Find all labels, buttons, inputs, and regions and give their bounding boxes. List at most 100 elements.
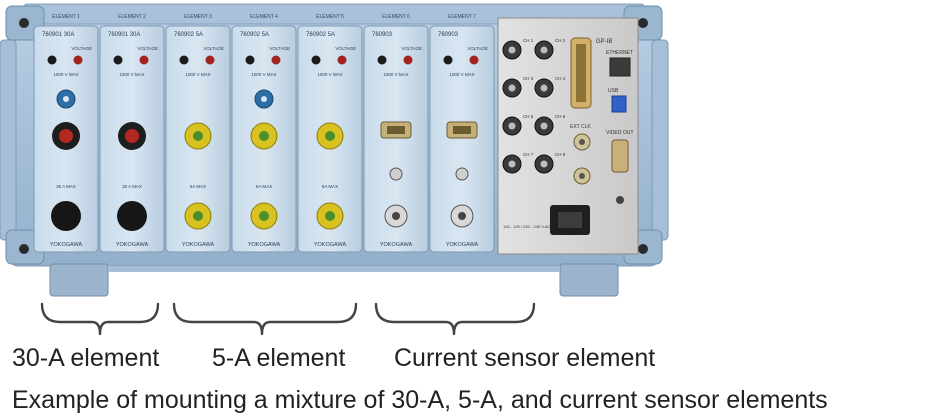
voltage-label: VOLTAGE [467, 46, 488, 51]
voltage-terminal-low [245, 55, 255, 65]
ethernet-port [609, 57, 631, 77]
element-header-label: ELEMENT 5 [316, 14, 344, 20]
element-header-label: ELEMENT 1 [52, 14, 80, 20]
voltage-label: VOLTAGE [401, 46, 422, 51]
current-terminal-low [117, 201, 147, 231]
element-module-3: 760902 5A VOLTAGE 1000 V MAX 5A MAX YOKOGAWA [165, 25, 231, 253]
video-out-label: VIDEO OUT [606, 130, 634, 136]
voltage-label: VOLTAGE [269, 46, 290, 51]
module-model-label: 760903 [438, 32, 459, 38]
element-header-label: ELEMENT 3 [184, 14, 212, 20]
current-terminal-core [193, 211, 203, 221]
brace-5a [172, 302, 358, 336]
module-model-label: 760902 5A [306, 32, 335, 38]
voltage-label: VOLTAGE [203, 46, 224, 51]
rear-connector-panel: CH 1 CH 2 CH 3 CH 4 CH 5 CH 6 CH 7 CH 8 GP-IB E… [497, 17, 639, 255]
max-voltage-label: 1000 V MAX [251, 72, 276, 77]
bnc-channel-label: CH 3 [523, 76, 534, 81]
element-module-5: 760902 5A VOLTAGE 1000 V MAX 5A MAX YOKOGAWA [297, 25, 363, 253]
module-model-label: 760901 30A [42, 32, 74, 38]
voltage-terminal-high [469, 55, 479, 65]
voltage-terminal-high [271, 55, 281, 65]
voltage-terminal-high [73, 55, 83, 65]
max-voltage-label: 1000 V MAX [53, 72, 78, 77]
element-header-label: ELEMENT 4 [250, 14, 278, 20]
module-model-label: 760902 5A [174, 32, 203, 38]
module-model-label: 760902 5A [240, 32, 269, 38]
brand-label: YOKOGAWA [314, 242, 347, 248]
usb-label: USB [608, 88, 619, 94]
max-current-label: 5A MAX [322, 184, 338, 189]
brand-label: YOKOGAWA [50, 242, 83, 248]
label-5a-element: 5-A element [212, 344, 346, 372]
voltage-terminal-high [403, 55, 413, 65]
label-30a-element: 30-A element [12, 344, 160, 372]
element-header-strip: ELEMENT 1 ELEMENT 2 ELEMENT 3 ELEMENT 4 ELEM… [52, 14, 476, 20]
label-current-sensor-element: Current sensor element [394, 344, 656, 372]
current-terminal-core [325, 131, 335, 141]
max-current-label: 5A MAX [190, 184, 206, 189]
bnc-channel-label: CH 6 [555, 114, 566, 119]
brace-sensor [374, 302, 536, 336]
brace-30a [40, 302, 160, 336]
gpib-label: GP-IB [596, 39, 612, 45]
module-body [429, 25, 495, 253]
max-voltage-label: 1000 V MAX [383, 72, 408, 77]
voltage-terminal-low [47, 55, 57, 65]
module-model-label: 760903 [372, 32, 393, 38]
brand-label: YOKOGAWA [248, 242, 281, 248]
bnc-channel-label: CH 5 [523, 114, 534, 119]
current-terminal-core [193, 131, 203, 141]
sensor-bnc-small [389, 167, 403, 181]
element-module-4: 760902 5A VOLTAGE 1000 V MAX 5A MAX YOKOGAWA [231, 25, 297, 253]
voltage-terminal-high [139, 55, 149, 65]
brand-label: YOKOGAWA [446, 242, 479, 248]
voltage-terminal-low [443, 55, 453, 65]
voltage-terminal-low [179, 55, 189, 65]
group-braces [40, 302, 536, 336]
power-rating-label: 100 - 120 / 220 - 240 V AC [503, 224, 550, 229]
sensor-bnc-small [455, 167, 469, 181]
bnc-channel-label: CH 2 [555, 38, 566, 43]
bnc-channel-label: CH 4 [555, 76, 566, 81]
video-out-port [611, 139, 629, 173]
bnc-channel-label: CH 8 [555, 152, 566, 157]
element-modules: 760901 30A VOLTAGE 1000 V MAX 30 A MAX YOKOG… [33, 25, 495, 253]
module-body [363, 25, 429, 253]
element-header-label: ELEMENT 2 [118, 14, 146, 20]
current-terminal-ring [59, 129, 73, 143]
current-terminal-core [259, 131, 269, 141]
current-terminal-low [51, 201, 81, 231]
ext-clk-label: EXT CLK [570, 124, 591, 130]
voltage-terminal-low [311, 55, 321, 65]
instrument-rear-panel-photo: ELEMENT 1 ELEMENT 2 ELEMENT 3 ELEMENT 4 ELEM… [0, 3, 669, 336]
brand-label: YOKOGAWA [116, 242, 149, 248]
max-current-label: 30 A MAX [122, 184, 142, 189]
voltage-terminal-high [205, 55, 215, 65]
voltage-terminal-low [113, 55, 123, 65]
voltage-label: VOLTAGE [335, 46, 356, 51]
usb-port [611, 95, 627, 113]
element-header-label: ELEMENT 6 [382, 14, 410, 20]
brand-label: YOKOGAWA [182, 242, 215, 248]
element-module-2: 760901 30A VOLTAGE 1000 V MAX 30 A MAX YOKOG… [99, 25, 165, 253]
current-terminal-core [325, 211, 335, 221]
max-voltage-label: 1000 V MAX [185, 72, 210, 77]
ethernet-label: ETHERNET [606, 50, 633, 56]
voltage-label: VOLTAGE [71, 46, 92, 51]
max-voltage-label: 1000 V MAX [449, 72, 474, 77]
voltage-label: VOLTAGE [137, 46, 158, 51]
module-model-label: 760901 30A [108, 32, 140, 38]
max-voltage-label: 1000 V MAX [317, 72, 342, 77]
brand-label: YOKOGAWA [380, 242, 413, 248]
max-current-label: 5A MAX [256, 184, 272, 189]
bnc-channel-inputs: CH 1 CH 2 CH 3 CH 4 CH 5 CH 6 CH 7 CH 8 [502, 38, 566, 174]
figure-caption: Example of mounting a mixture of 30-A, 5… [12, 386, 828, 414]
bnc-channel-label: CH 7 [523, 152, 534, 157]
max-voltage-label: 1000 V MAX [119, 72, 144, 77]
bnc-channel-label: CH 1 [523, 38, 534, 43]
element-header-label: ELEMENT 7 [448, 14, 476, 20]
